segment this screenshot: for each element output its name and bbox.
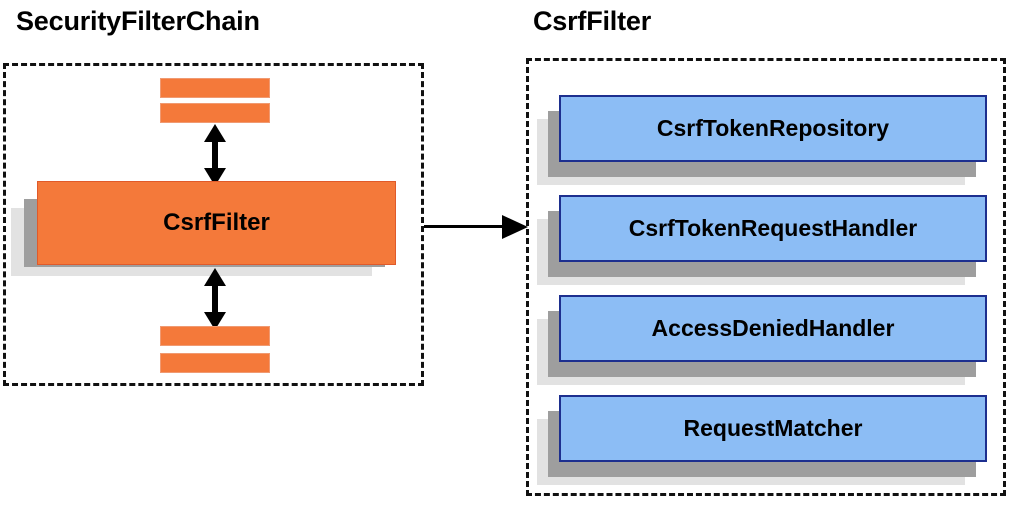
filter-stub-bottom-1	[160, 326, 270, 346]
arrow-shaft	[212, 140, 218, 170]
node-label: CsrfFilter	[163, 209, 270, 236]
node-label: CsrfTokenRepository	[656, 115, 890, 141]
node-csrf-filter[interactable]: CsrfFilter	[11, 181, 396, 289]
cross-panel-arrow	[424, 215, 528, 239]
page-title-security-filter-chain: SecurityFilterChain	[16, 6, 260, 36]
arrow-shaft	[424, 225, 506, 228]
arrow-head-down-icon	[204, 312, 226, 330]
node-face	[37, 181, 396, 265]
bidirectional-arrow-top	[200, 124, 230, 186]
arrow-head-up-icon	[204, 268, 226, 286]
filter-stub-top-1	[160, 78, 270, 98]
arrow-head-up-icon	[204, 124, 226, 142]
node-csrf-token-request-handler[interactable]: CsrfTokenRequestHandler	[537, 195, 987, 285]
filter-stub-bottom-2	[160, 353, 270, 373]
node-face	[559, 295, 987, 362]
bidirectional-arrow-bottom	[200, 268, 230, 330]
node-label: CsrfTokenRequestHandler	[628, 215, 918, 241]
csrf-filter-container	[526, 58, 1006, 496]
page-title-csrf-filter: CsrfFilter	[533, 6, 652, 36]
node-label: AccessDeniedHandler	[651, 315, 895, 341]
node-face	[559, 395, 987, 462]
node-face	[559, 95, 987, 162]
security-filter-chain-container	[3, 63, 424, 386]
arrow-head-right-icon	[502, 215, 528, 239]
arrow-shaft	[212, 284, 218, 314]
filter-stub-top-2	[160, 103, 270, 123]
node-request-matcher[interactable]: RequestMatcher	[537, 395, 987, 485]
node-face	[559, 195, 987, 262]
node-access-denied-handler[interactable]: AccessDeniedHandler	[537, 295, 987, 385]
node-csrf-token-repository[interactable]: CsrfTokenRepository	[537, 95, 987, 185]
node-label: RequestMatcher	[683, 415, 863, 441]
